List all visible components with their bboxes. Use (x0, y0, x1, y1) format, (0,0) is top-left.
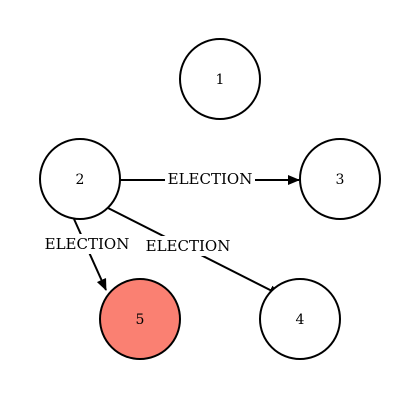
edge-2-4: ELECTION (107, 207, 281, 296)
node-4-label: 4 (296, 312, 305, 328)
node-2-label: 2 (76, 172, 85, 188)
node-4[interactable]: 4 (259, 278, 341, 360)
node-5[interactable]: 5 (99, 278, 181, 360)
node-3[interactable]: 3 (299, 138, 381, 220)
node-4-circle (259, 278, 341, 360)
node-1-label: 1 (216, 72, 225, 88)
node-2-circle (39, 138, 121, 220)
node-3-circle (299, 138, 381, 220)
node-5-label: 5 (136, 312, 145, 328)
node-3-label: 3 (336, 172, 345, 188)
edge-2-3: ELECTION (120, 169, 300, 189)
edge-2-3-label: ELECTION (168, 170, 253, 188)
edge-2-5-arrow (73, 218, 107, 291)
edge-2-4-label: ELECTION (146, 237, 231, 255)
edge-2-5: ELECTION (42, 218, 132, 291)
node-5-circle (99, 278, 181, 360)
node-2[interactable]: 2 (39, 138, 121, 220)
node-1[interactable]: 1 (179, 38, 261, 120)
edge-2-5-label: ELECTION (45, 235, 130, 253)
node-1-circle (179, 38, 261, 120)
